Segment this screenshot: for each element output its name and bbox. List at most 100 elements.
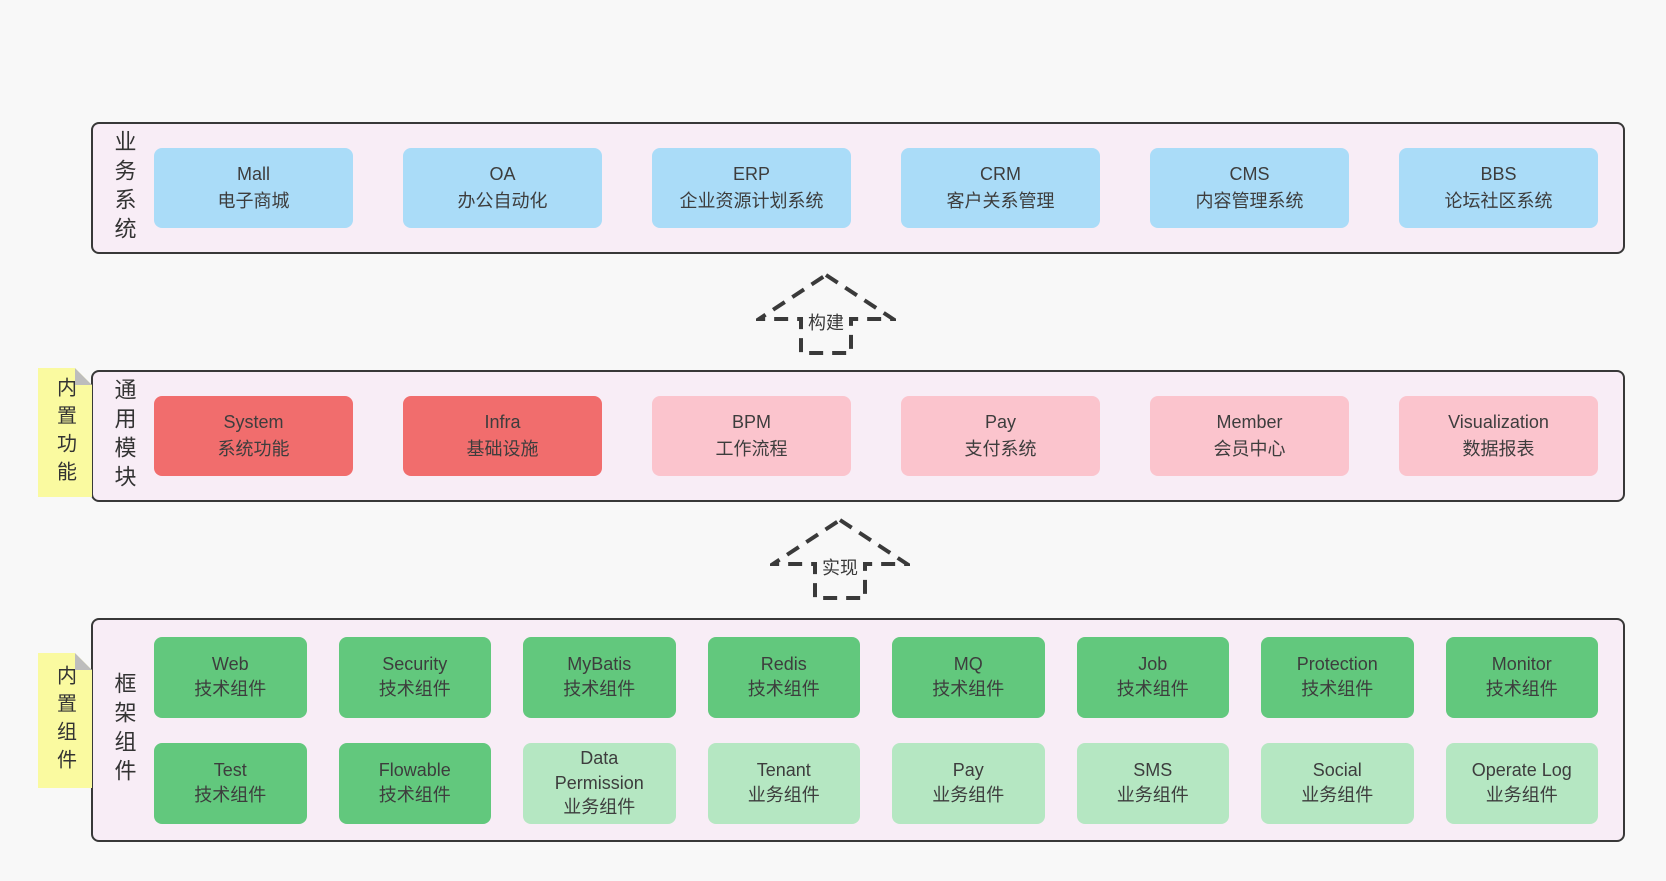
box-subtitle: 技术组件	[563, 679, 636, 699]
box-subtitle: 数据报表	[1462, 439, 1535, 459]
box-subtitle: 办公自动化	[457, 191, 548, 211]
box-redis: Redis 技术组件	[707, 636, 860, 718]
common-modules-section: 通用模块 System 系统功能 Infra 基础设施 BPM 工作流程 Pay…	[91, 370, 1625, 502]
box-title: Web	[211, 654, 249, 675]
box-title: BPM	[731, 412, 771, 432]
box-subtitle: 技术组件	[1485, 679, 1558, 699]
section-label-modules: 通用模块	[111, 378, 137, 494]
box-mybatis: MyBatis 技术组件	[523, 636, 676, 718]
box-bbs: BBS 论坛社区系统	[1399, 148, 1598, 228]
box-oa: OA 办公自动化	[403, 148, 602, 228]
box-title: System	[223, 412, 284, 432]
box-flowable: Flowable 技术组件	[338, 742, 491, 824]
box-subtitle: 技术组件	[932, 679, 1005, 699]
box-subtitle: 技术组件	[1116, 679, 1189, 699]
box-bpm: BPM 工作流程	[652, 396, 851, 476]
components-rows: Web 技术组件 Security 技术组件 MyBatis 技术组件 Redi…	[154, 620, 1623, 840]
box-subtitle: 技术组件	[194, 785, 267, 805]
box-tenant: Tenant 业务组件	[707, 742, 860, 824]
box-title: CMS	[1229, 164, 1270, 184]
box-subtitle: 工作流程	[715, 439, 788, 459]
framework-components-section: 框架组件 Web 技术组件 Security 技术组件 MyBatis 技术组件…	[91, 618, 1625, 842]
folded-corner-icon	[75, 368, 92, 385]
box-title: CRM	[980, 164, 1021, 184]
box-visualization: Visualization 数据报表	[1399, 396, 1598, 476]
box-cms: CMS 内容管理系统	[1150, 148, 1349, 228]
business-rows: Mall 电子商城 OA 办公自动化 ERP 企业资源计划系统 CRM 客户关系…	[154, 124, 1623, 252]
box-title: Data Permission	[554, 747, 644, 793]
box-erp: ERP 企业资源计划系统	[652, 148, 851, 228]
box-subtitle: 业务组件	[1301, 785, 1374, 805]
sticky-note-builtin-components: 内置组件	[38, 653, 92, 788]
arrow-implement: 实现	[770, 517, 910, 601]
arrow-label-build: 构建	[805, 308, 847, 336]
box-title: Test	[213, 760, 247, 781]
box-subtitle: 技术组件	[378, 785, 451, 805]
components-row-2: Test 技术组件 Flowable 技术组件 Data Permission …	[154, 742, 1598, 824]
box-subtitle: 内容管理系统	[1195, 191, 1304, 211]
box-mall: Mall 电子商城	[154, 148, 353, 228]
box-subtitle: 论坛社区系统	[1444, 191, 1553, 211]
box-pay-component: Pay 业务组件	[892, 742, 1045, 824]
box-title: Job	[1138, 654, 1168, 675]
box-subtitle: 会员中心	[1213, 439, 1286, 459]
modules-row: System 系统功能 Infra 基础设施 BPM 工作流程 Pay 支付系统…	[154, 396, 1598, 476]
box-subtitle: 支付系统	[964, 439, 1037, 459]
note-label: 内置组件	[53, 664, 76, 777]
note-label: 内置功能	[53, 376, 76, 489]
box-subtitle: 基础设施	[466, 439, 539, 459]
box-subtitle: 业务组件	[1116, 785, 1189, 805]
box-title: Operate Log	[1471, 760, 1572, 781]
box-title: Pay	[952, 760, 984, 781]
box-job: Job 技术组件	[1076, 636, 1229, 718]
box-title: MQ	[953, 654, 983, 675]
box-title: OA	[489, 164, 516, 184]
box-subtitle: 业务组件	[563, 797, 636, 818]
box-title: Infra	[484, 412, 521, 432]
box-title: MyBatis	[567, 654, 632, 675]
box-title: Flowable	[378, 760, 451, 781]
box-subtitle: 业务组件	[747, 785, 820, 805]
box-title: BBS	[1480, 164, 1517, 184]
box-subtitle: 技术组件	[1301, 679, 1374, 699]
box-web: Web 技术组件	[154, 636, 307, 718]
box-member: Member 会员中心	[1150, 396, 1349, 476]
section-label-business: 业务系统	[111, 130, 137, 246]
components-row-1: Web 技术组件 Security 技术组件 MyBatis 技术组件 Redi…	[154, 636, 1598, 718]
business-systems-section: 业务系统 Mall 电子商城 OA 办公自动化 ERP 企业资源计划系统 CRM…	[91, 122, 1625, 254]
box-subtitle: 技术组件	[747, 679, 820, 699]
sticky-note-builtin-features: 内置功能	[38, 368, 92, 497]
box-title: Security	[382, 654, 448, 675]
box-title: Mall	[236, 164, 270, 184]
section-label-components: 框架组件	[111, 672, 137, 788]
folded-corner-icon	[75, 653, 92, 670]
box-subtitle: 技术组件	[194, 679, 267, 699]
box-social: Social 业务组件	[1261, 742, 1414, 824]
box-protection: Protection 技术组件	[1261, 636, 1414, 718]
box-title: Social	[1312, 760, 1362, 781]
box-title: SMS	[1133, 760, 1173, 781]
box-infra: Infra 基础设施	[403, 396, 602, 476]
box-title: Monitor	[1491, 654, 1552, 675]
box-subtitle: 业务组件	[1485, 785, 1558, 805]
arrow-build: 构建	[756, 272, 896, 356]
box-title: ERP	[732, 164, 770, 184]
box-title: Pay	[984, 412, 1017, 432]
box-title: Tenant	[756, 760, 811, 781]
box-security: Security 技术组件	[338, 636, 491, 718]
box-sms: SMS 业务组件	[1076, 742, 1229, 824]
box-system: System 系统功能	[154, 396, 353, 476]
box-monitor: Monitor 技术组件	[1445, 636, 1598, 718]
arrow-label-implement: 实现	[819, 553, 861, 581]
box-pay-module: Pay 支付系统	[901, 396, 1100, 476]
box-crm: CRM 客户关系管理	[901, 148, 1100, 228]
box-mq: MQ 技术组件	[892, 636, 1045, 718]
box-title: Protection	[1296, 654, 1378, 675]
box-subtitle: 系统功能	[217, 439, 290, 459]
box-operate-log: Operate Log 业务组件	[1445, 742, 1598, 824]
box-subtitle: 客户关系管理	[946, 191, 1055, 211]
box-test: Test 技术组件	[154, 742, 307, 824]
box-data-permission: Data Permission 业务组件	[523, 742, 676, 824]
box-title: Redis	[760, 654, 807, 675]
